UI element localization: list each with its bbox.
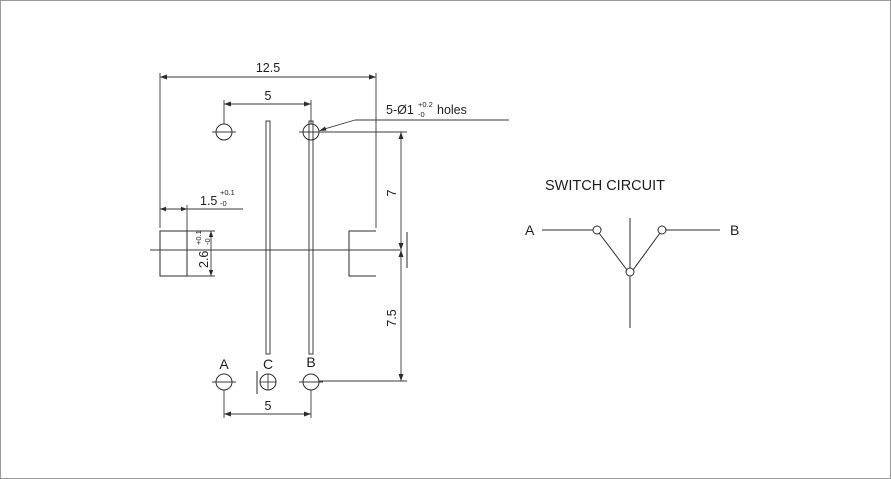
dimension-bottom-hole-spacing: 5 xyxy=(223,390,312,418)
tab-height-tol-lower: -0 xyxy=(203,238,212,245)
top-hole-right xyxy=(299,123,323,141)
left-tab xyxy=(159,230,188,277)
pin-c-body xyxy=(265,120,271,355)
holes-note: 5-Ø1 +0.2 -0 holes xyxy=(319,100,509,131)
top-hole-left xyxy=(212,123,236,141)
switch-circuit-title: SWITCH CIRCUIT xyxy=(545,178,665,194)
holes-note-tol-upper: +0.2 xyxy=(418,100,433,109)
bottom-hole-c xyxy=(256,371,277,394)
dimension-vertical-lower: 7.5 xyxy=(385,250,404,381)
pin-label-a: A xyxy=(219,356,229,372)
right-tab xyxy=(348,230,376,277)
vertical-lower-label: 7.5 xyxy=(385,309,399,326)
dimension-overall-width: 12.5 xyxy=(159,61,377,228)
circuit-node-a xyxy=(592,225,602,235)
pin-label-b: B xyxy=(306,354,315,370)
circuit-label-a: A xyxy=(525,222,535,238)
circuit-contact-left xyxy=(598,232,628,271)
circuit-node-common xyxy=(625,267,635,277)
circuit-label-b: B xyxy=(730,222,739,238)
overall-width-label: 12.5 xyxy=(256,61,280,75)
holes-note-suffix: holes xyxy=(437,103,467,117)
circuit-node-b xyxy=(657,225,667,235)
tab-height-tol-upper: +0.1 xyxy=(194,230,203,245)
tab-width-tol-upper: +0.1 xyxy=(220,188,235,197)
dimension-vertical-upper: 7 xyxy=(385,132,404,250)
dimension-tab-width: 1.5 +0.1 -0 xyxy=(160,188,243,231)
top-hole-spacing-label: 5 xyxy=(265,89,272,103)
dimension-tab-height: 2.6 +0.1 -0 xyxy=(187,230,215,277)
switch-circuit: SWITCH CIRCUIT A B xyxy=(525,178,739,328)
holes-note-prefix: 5-Ø1 xyxy=(386,103,414,117)
tab-width-label: 1.5 xyxy=(200,194,217,208)
holes-note-tol-lower: -0 xyxy=(418,110,425,119)
circuit-contact-right xyxy=(632,232,661,271)
bottom-hole-a xyxy=(212,373,236,391)
tab-height-label: 2.6 xyxy=(197,251,211,268)
vertical-upper-label: 7 xyxy=(385,189,399,196)
tab-width-tol-lower: -0 xyxy=(220,199,227,208)
bottom-hole-spacing-label: 5 xyxy=(265,399,272,413)
dimension-top-hole-spacing: 5 xyxy=(223,89,312,124)
bottom-hole-b xyxy=(299,373,323,391)
pin-label-c: C xyxy=(263,356,273,372)
pin-b-body xyxy=(308,120,314,355)
